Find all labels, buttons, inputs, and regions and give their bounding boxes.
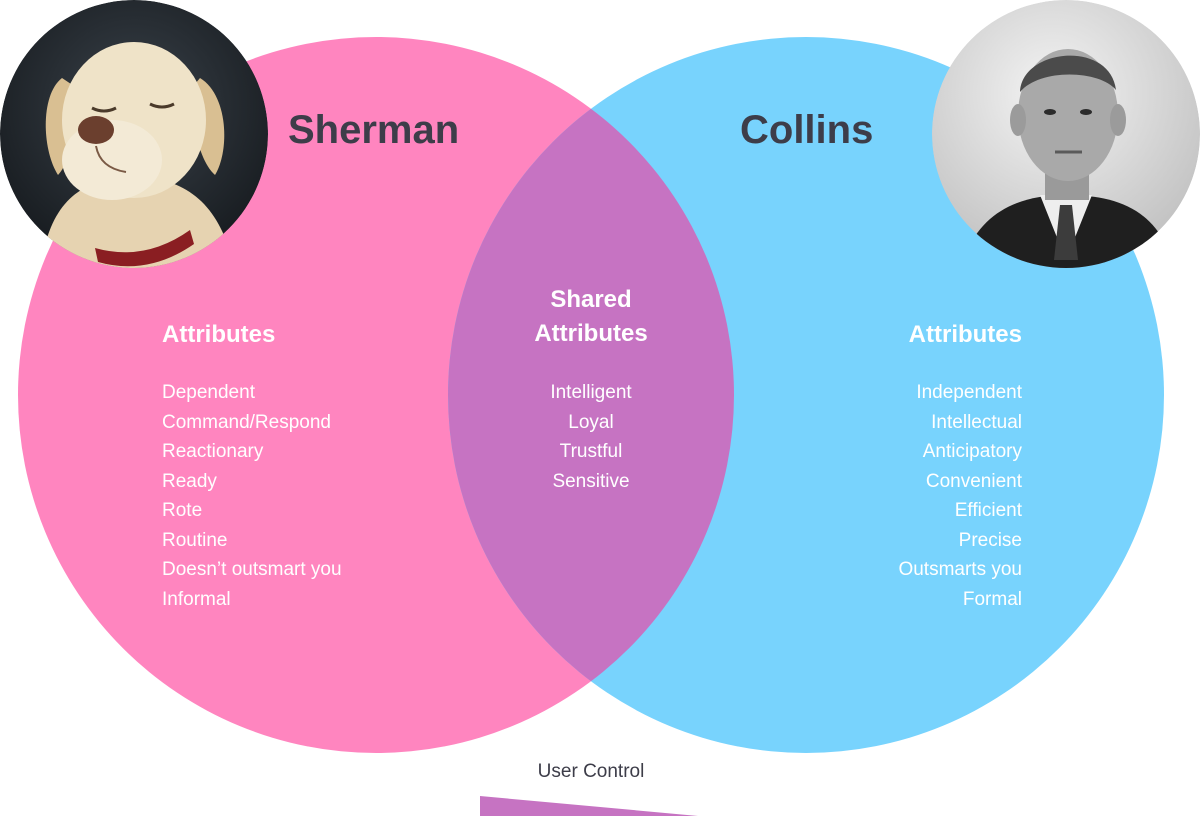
shared-attributes-heading: Shared Attributes (491, 283, 691, 351)
sherman-attributes-heading: Attributes (162, 321, 276, 348)
list-item: Loyal (568, 411, 614, 433)
user-control-bar (480, 796, 698, 816)
user-control-label: User Control (537, 761, 645, 782)
collins-attributes-list: Independent Intellectual Anticipatory Co… (780, 378, 1022, 614)
collins-title: Collins (740, 108, 874, 152)
list-item: Doesn’t outsmart you (162, 559, 342, 580)
list-item: Sensitive (552, 470, 630, 492)
list-item: Intellectual (931, 411, 1022, 433)
list-item: Informal (162, 588, 231, 610)
overlap-region (448, 37, 734, 753)
list-item: Ready (162, 470, 217, 492)
list-item: Anticipatory (922, 441, 1022, 462)
list-item: Independent (916, 382, 1022, 403)
list-item: Formal (962, 588, 1022, 610)
sherman-title: Sherman (288, 108, 460, 152)
sherman-avatar (0, 0, 268, 268)
collins-attributes-heading: Attributes (908, 321, 1022, 348)
sherman-attributes-list: Dependent Command/Respond Reactionary Re… (162, 378, 342, 614)
list-item: Dependent (162, 382, 255, 403)
list-item: Rote (162, 500, 203, 521)
collins-avatar (932, 0, 1200, 268)
list-item: Trustful (559, 441, 623, 462)
list-item: Precise (958, 529, 1022, 551)
list-item: Efficient (954, 500, 1022, 521)
list-item: Command/Respond (162, 411, 331, 433)
list-item: Routine (162, 529, 228, 551)
list-item: Reactionary (162, 441, 264, 462)
list-item: Convenient (925, 470, 1022, 492)
shared-heading-line-1: Shared (550, 286, 632, 313)
list-item: Intelligent (550, 382, 632, 403)
list-item: Outsmarts you (898, 559, 1022, 580)
shared-heading-line-2: Attributes (534, 320, 648, 347)
shared-attributes-list: Intelligent Loyal Trustful Sensitive (491, 378, 691, 496)
